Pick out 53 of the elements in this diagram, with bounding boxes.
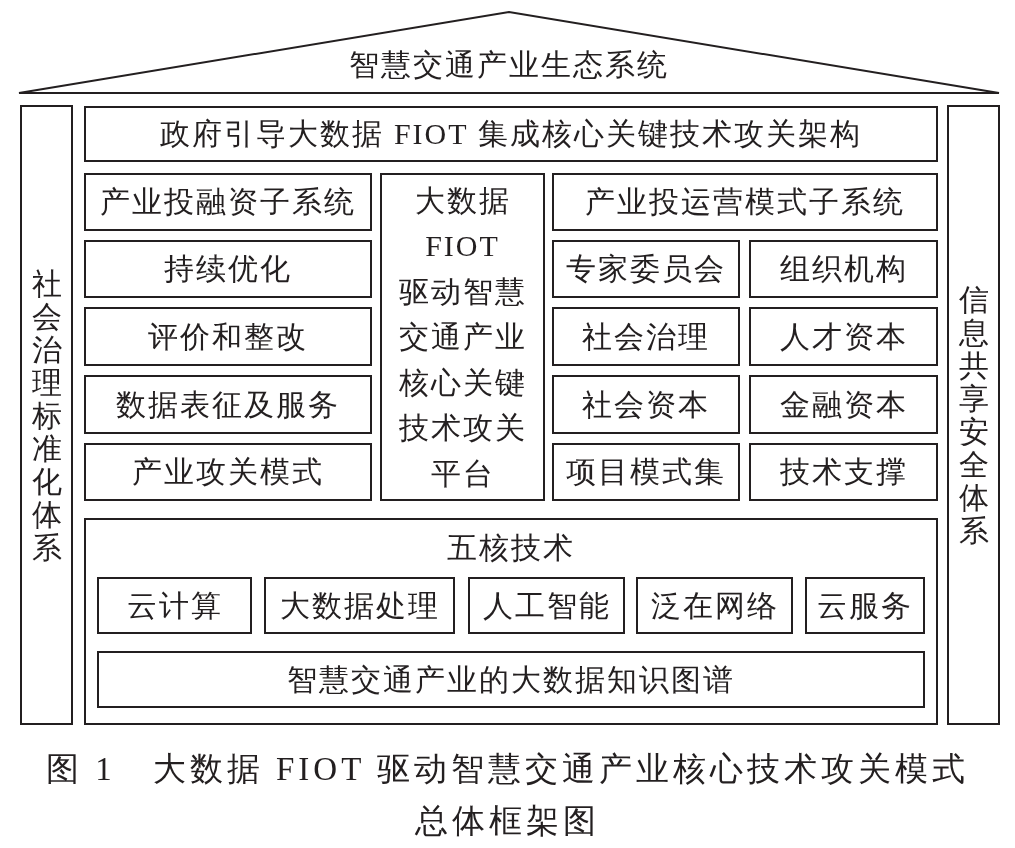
module-box [84, 307, 372, 366]
module-label: 产业投运营模式子系统 [585, 184, 905, 220]
module-label: 项目模式集 [566, 454, 726, 490]
platform-box [380, 173, 545, 501]
module-label: 云计算 [126, 587, 223, 624]
roof-label: 智慧交通产业生态系统 [349, 47, 669, 83]
module-box [84, 375, 372, 434]
module-label: 专家委员会 [566, 251, 726, 287]
module-box [97, 577, 252, 634]
module-box [552, 443, 740, 501]
side-pillar [20, 105, 73, 725]
module-box [749, 375, 938, 434]
module-box [552, 375, 740, 434]
core-tech-panel [84, 518, 938, 725]
module-box [264, 577, 455, 634]
module-label: 社会治理 [582, 318, 710, 355]
platform-label: 大数据 FIOT 驱动智慧交通产业核心关键技术攻关平台 [397, 182, 528, 492]
pillar-label: 社会治理标准化体系 [31, 266, 62, 564]
module-box [552, 240, 740, 298]
module-box [552, 173, 938, 231]
module-box [749, 443, 938, 501]
module-label: 智慧交通产业的大数据知识图谱 [287, 661, 735, 698]
module-label: 人才资本 [779, 318, 908, 355]
module-label: 政府引导大数据 FIOT 集成核心关键技术攻关架构 [160, 116, 862, 152]
module-box [749, 307, 938, 366]
module-label: 持续优化 [164, 251, 292, 287]
module-box [84, 106, 938, 162]
module-box [84, 240, 372, 298]
module-box [84, 173, 372, 231]
module-box [468, 577, 625, 634]
module-label: 云服务 [817, 587, 913, 624]
module-label: 技术支撑 [779, 454, 908, 490]
panel-title: 五核技术 [447, 530, 575, 566]
module-box [636, 577, 793, 634]
module-label: 泛在网络 [650, 587, 779, 624]
module-label: 大数据处理 [279, 587, 440, 624]
pillar-label: 信息共享安全体系 [958, 283, 989, 547]
module-label: 人工智能 [482, 587, 611, 624]
module-box [84, 443, 372, 501]
module-label: 评价和整改 [148, 318, 308, 355]
module-label: 金融资本 [779, 386, 908, 423]
module-box [97, 651, 925, 708]
side-pillar [947, 105, 1000, 725]
module-box [552, 307, 740, 366]
roof-shape [18, 10, 1000, 95]
module-label: 产业投融资子系统 [100, 184, 356, 220]
module-label: 社会资本 [582, 386, 710, 423]
module-box [805, 577, 925, 634]
module-label: 产业攻关模式 [132, 454, 324, 490]
module-label: 组织机构 [779, 251, 908, 287]
module-box [749, 240, 938, 298]
module-label: 数据表征及服务 [116, 386, 340, 423]
figure-caption: 图 1 大数据 FIOT 驱动智慧交通产业核心技术攻关模式总体框架图 [45, 750, 970, 841]
